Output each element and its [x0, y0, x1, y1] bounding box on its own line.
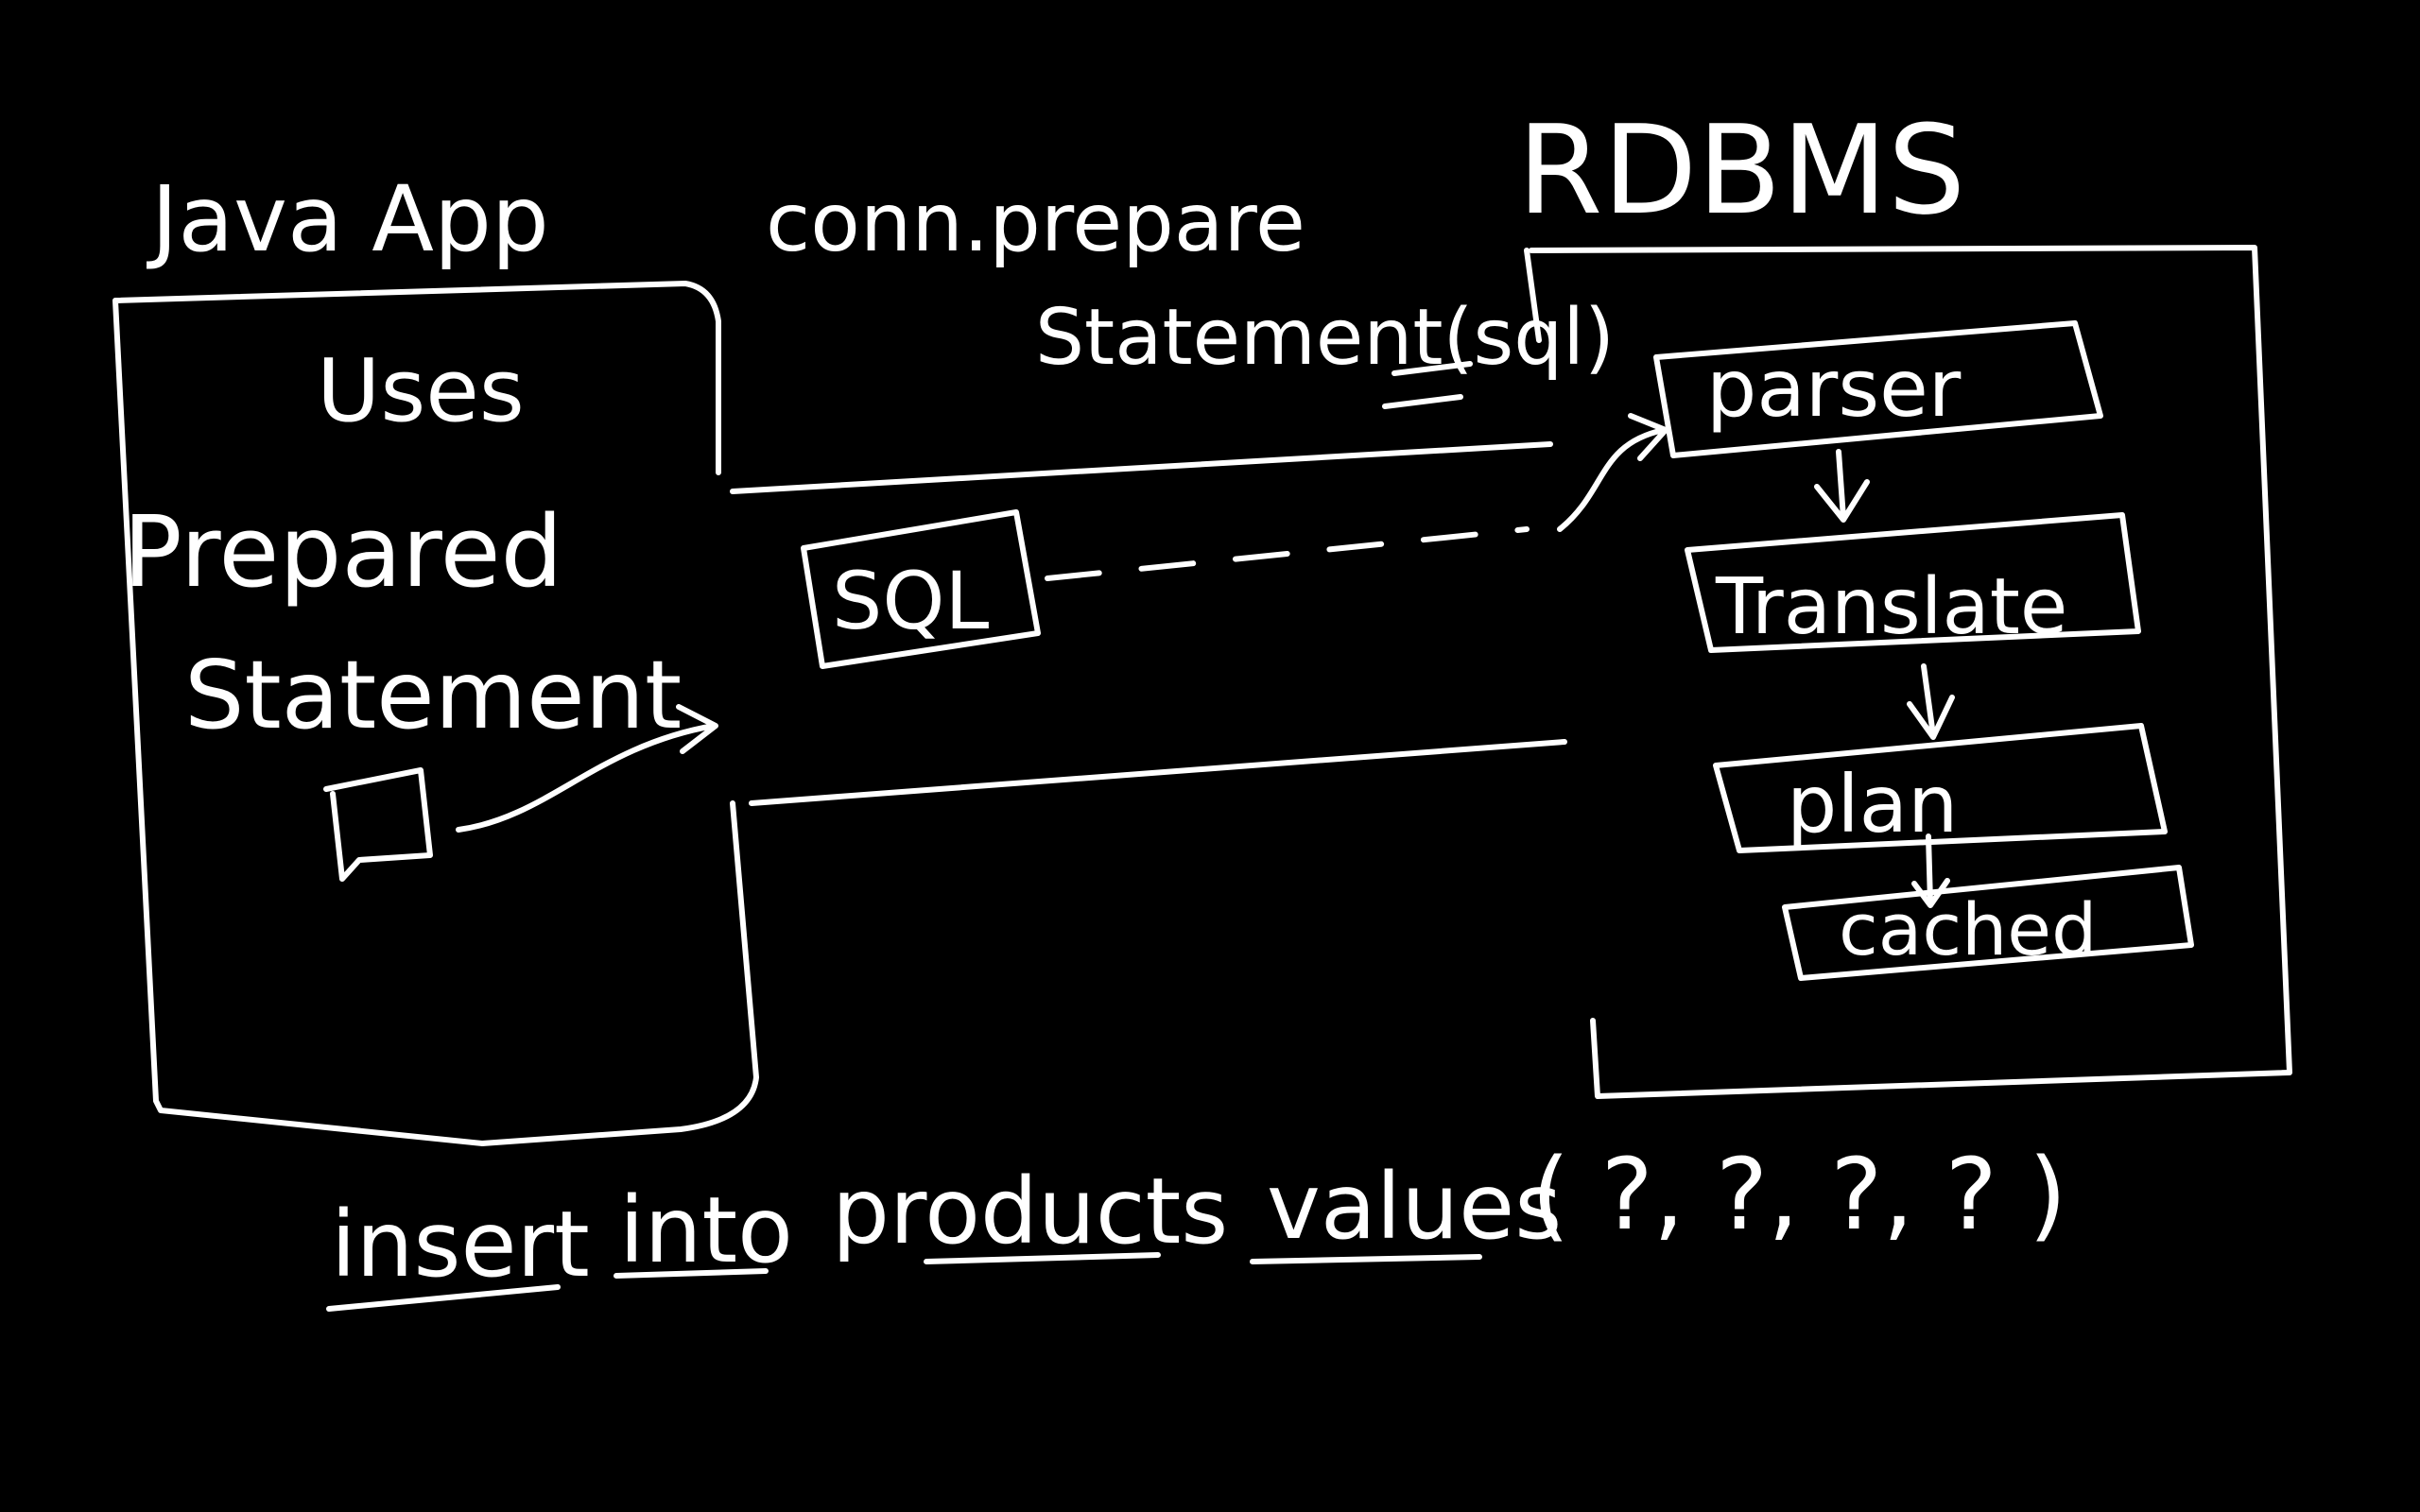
statement-object-square — [323, 767, 433, 882]
products-table-name: products — [832, 1159, 1228, 1264]
into-underline — [614, 1268, 769, 1279]
plan-box — [1713, 723, 2168, 853]
into-keyword: into — [619, 1177, 793, 1283]
conn-underline — [1382, 361, 1473, 409]
parser-box — [1653, 320, 2103, 458]
uses-label: Uses — [317, 340, 525, 441]
translate-box — [1685, 512, 2141, 653]
plan-label: plan — [1787, 758, 1958, 850]
products-underline — [924, 1252, 1161, 1264]
translate-to-plan-arrow — [1907, 663, 1955, 740]
conn-prepare-label: conn.prepare — [766, 176, 1305, 270]
sql-to-parser-arrow — [1557, 413, 1668, 532]
translate-label: Translate — [1715, 562, 2067, 652]
java-app-box — [112, 281, 759, 1146]
parameter-placeholders: ( ?, ?, ?, ? ) — [1531, 1137, 2066, 1252]
values-keyword: values — [1267, 1154, 1562, 1260]
connection-pipe-bottom — [749, 739, 1567, 806]
values-underline — [1250, 1254, 1482, 1264]
java-app-label: Java App — [147, 166, 549, 272]
parser-to-translate-arrow — [1814, 449, 1870, 523]
object-to-connection-arrow — [456, 704, 718, 833]
insert-keyword: insert — [331, 1192, 590, 1297]
statement-label: Statement — [184, 640, 682, 750]
parser-label: parser — [1706, 342, 1962, 435]
connection-pipe-top — [730, 441, 1553, 494]
sql-label: SQL — [832, 555, 989, 647]
sql-to-parser-dashed-line — [1045, 526, 1530, 581]
cached-label: cached — [1839, 887, 2097, 971]
rdbms-label: RDBMS — [1517, 98, 1965, 242]
prepared-label: Prepared — [123, 494, 563, 610]
conn-statement-label: Statement(sql) — [1035, 293, 1615, 383]
sql-box — [801, 509, 1041, 669]
cached-box — [1782, 865, 2194, 981]
rdbms-box — [1524, 245, 2292, 1099]
insert-underline — [326, 1284, 561, 1312]
